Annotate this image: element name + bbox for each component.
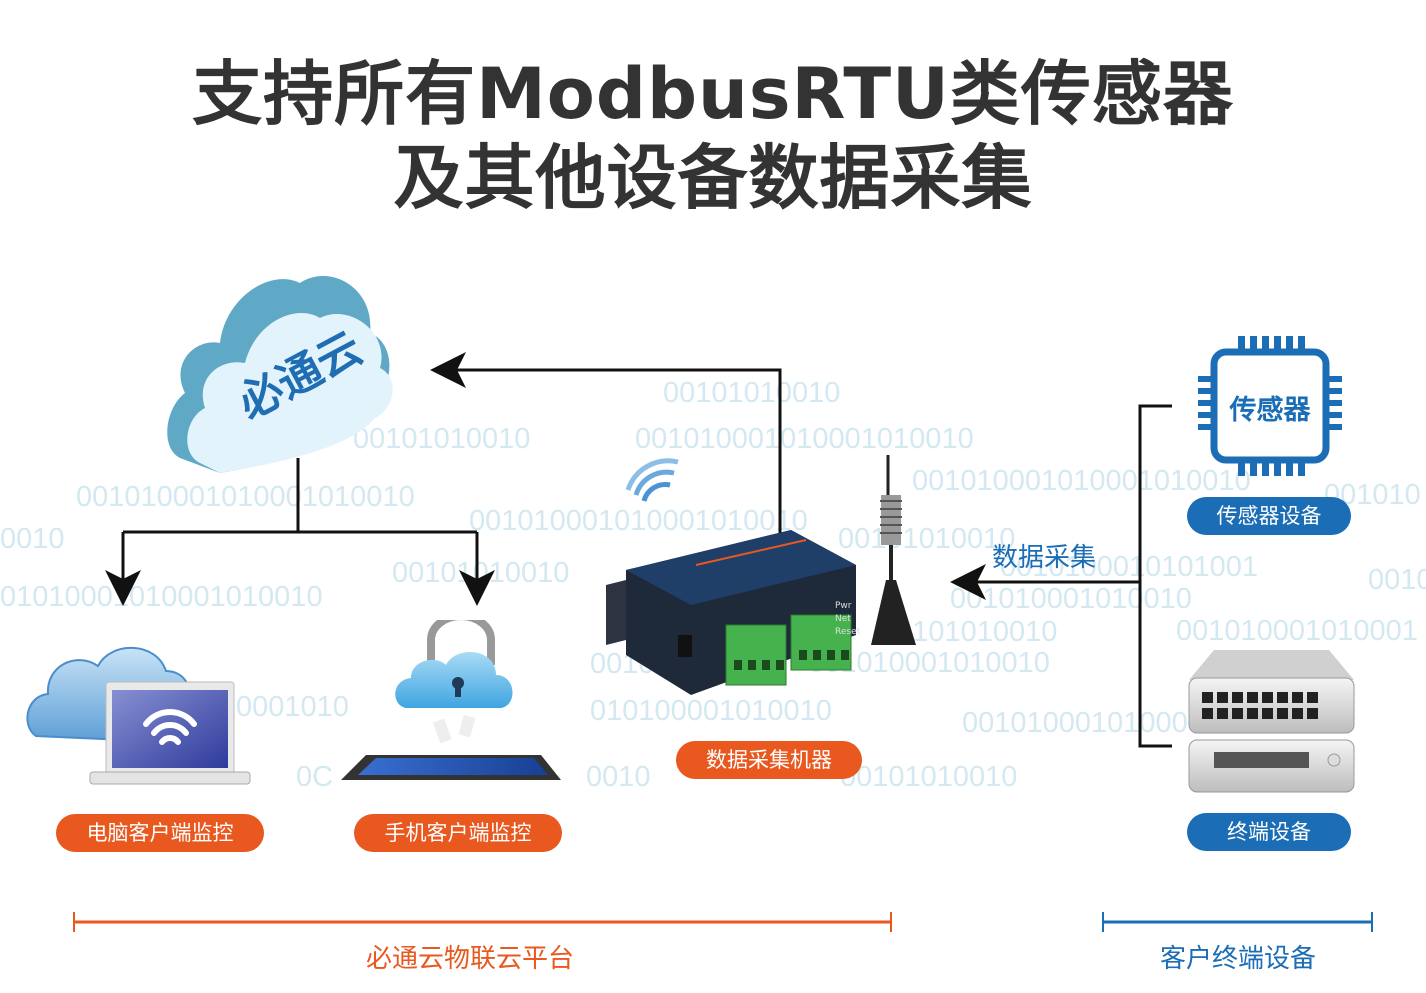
data-collector-device-icon: [606, 455, 916, 695]
page-title-line2: 及其他设备数据采集: [393, 137, 1033, 219]
terminal-device-label: 终端设备: [1187, 813, 1351, 851]
tablet-cloud-lock-icon: [341, 620, 561, 780]
binary-text: 00101010010: [663, 377, 841, 409]
binary-text: 00101010010: [840, 761, 1018, 793]
binary-text: 00101000101000: [962, 707, 1188, 739]
binary-text: 01010001010001010010: [0, 581, 323, 613]
binary-text: 0010100010101001: [1000, 551, 1259, 583]
device-led-labels: Pwr Net Reset: [835, 600, 860, 639]
sensor-device-label: 传感器设备: [1187, 497, 1351, 535]
sensor-chip-icon: 传感器: [1198, 336, 1342, 476]
binary-text: 001010001010001010010: [76, 481, 415, 513]
network-switch-icon: [1188, 650, 1355, 793]
binary-text: 00101010010: [353, 423, 531, 455]
led-label-reset: Reset: [835, 627, 861, 637]
collector-label: 数据采集机器: [676, 741, 862, 779]
collector-to-cloud-arrow: [430, 352, 782, 548]
laptop-cloud-icon: [26, 646, 251, 785]
page-title-line1: 支持所有ModbusRTU类传感器: [192, 53, 1234, 135]
binary-text: 001010001010001010010: [469, 505, 808, 537]
binary-text: 0001010: [236, 691, 349, 723]
pc-client-label: 电脑客户端监控: [56, 814, 264, 852]
platform-bracket: [73, 912, 892, 932]
binary-text: 0010: [0, 523, 65, 555]
client-devices-bracket: [1102, 912, 1373, 932]
binary-text: 001010001010001010010: [912, 465, 1251, 497]
collection-arrow-label: 数据采集: [992, 543, 1097, 573]
mobile-client-label: 手机客户端监控: [354, 814, 562, 852]
binary-text: 001010001010010: [950, 583, 1192, 615]
binary-text: 0010: [1368, 564, 1426, 596]
binary-text: 001010001010001010010: [635, 423, 974, 455]
led-label-pwr: Pwr: [835, 601, 852, 611]
sensor-chip-text: 传感器: [1229, 395, 1311, 426]
binary-text: 00101010010: [838, 523, 1016, 555]
binary-text: 0010: [586, 761, 651, 793]
cloud-icon: [167, 276, 393, 473]
led-label-net: Net: [835, 614, 851, 624]
sources-bracket-line: [1138, 404, 1172, 748]
binary-text: 010100001010010: [590, 695, 832, 727]
binary-text: 001010001010001: [1176, 615, 1418, 647]
binary-text: 0C: [296, 761, 334, 793]
platform-label: 必通云物联云平台: [366, 944, 575, 974]
client-devices-label: 客户终端设备: [1160, 944, 1317, 974]
